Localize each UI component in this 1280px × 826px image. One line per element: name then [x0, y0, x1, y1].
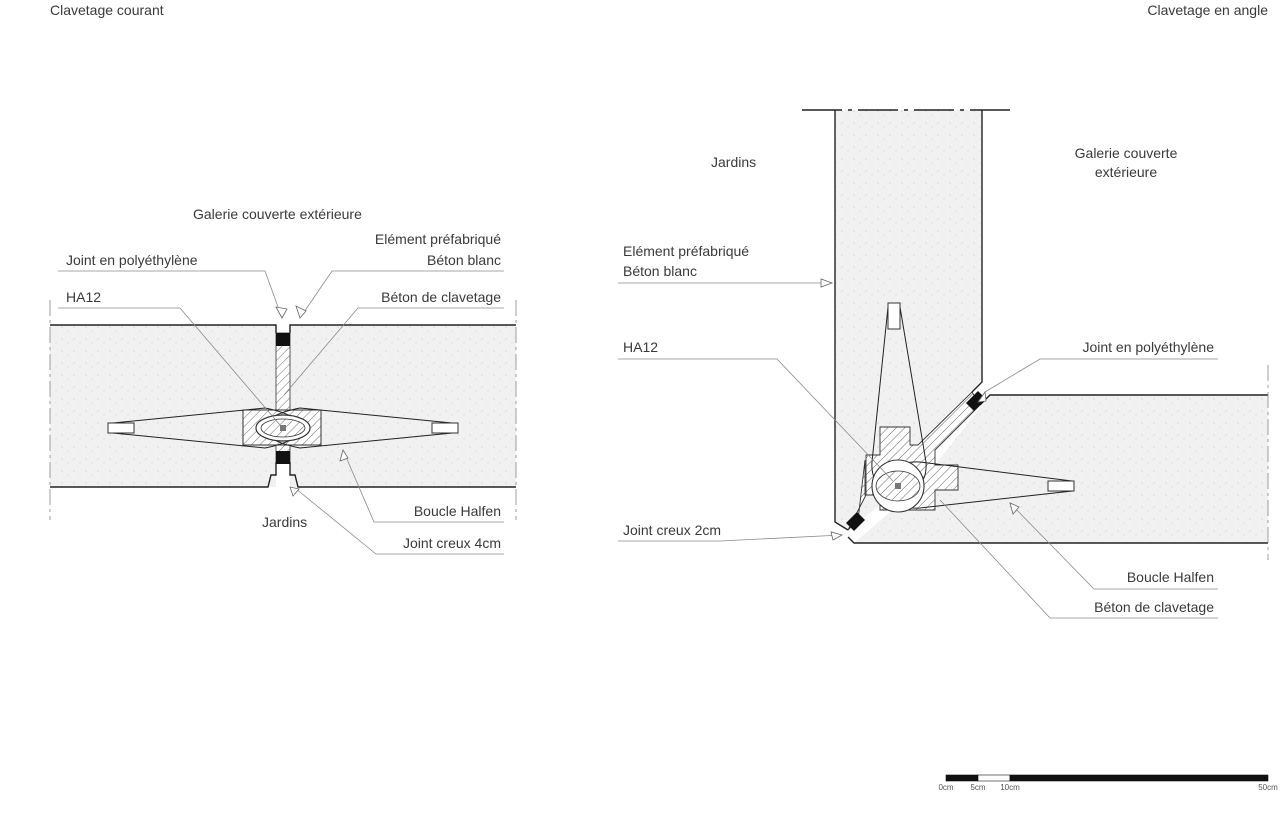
right-drawing-title: Clavetage en angle — [1147, 2, 1268, 18]
left-poly-joint-top — [276, 333, 290, 346]
right-loop-end-vertical — [887, 302, 901, 330]
right-label-jardins: Jardins — [711, 154, 756, 170]
right-label-element-1: Elément préfabriqué — [623, 243, 749, 259]
right-poly-joint-bottom — [846, 512, 865, 531]
left-loop-end-b — [431, 422, 459, 434]
scale-bar: 0cm 5cm 10cm 50cm — [938, 774, 1278, 792]
right-label-galerie-1: Galerie couverte — [1075, 145, 1178, 161]
left-leader-joint-poly — [58, 270, 283, 319]
right-leader-joint-creux — [618, 534, 843, 542]
left-poly-joint-bottom — [276, 451, 290, 464]
right-label-beton-clavetage: Béton de clavetage — [1094, 599, 1214, 615]
right-detail: Jardins Galerie couverte extérieure Elém… — [618, 109, 1269, 619]
right-label-joint-creux: Joint creux 2cm — [623, 522, 721, 538]
left-precast-slab-b — [290, 325, 516, 487]
left-leader-boucle — [342, 449, 504, 523]
left-label-galerie: Galerie couverte extérieure — [193, 206, 362, 222]
left-detail: Galerie couverte extérieure Elément préf… — [49, 206, 517, 555]
right-poly-joint-top — [966, 391, 986, 411]
scale-bar-segment-0-5 — [945, 774, 979, 782]
left-label-boucle: Boucle Halfen — [414, 503, 501, 519]
right-label-boucle: Boucle Halfen — [1127, 569, 1214, 585]
left-loop-end-a — [107, 422, 135, 434]
right-precast-wall — [835, 110, 982, 530]
right-leader-joint-poly — [984, 358, 1218, 393]
right-leader-beton — [939, 499, 1218, 619]
left-ha12-bar — [280, 425, 286, 431]
right-ha12-bar — [895, 483, 901, 489]
right-label-element-2: Béton blanc — [623, 263, 697, 279]
right-label-joint-poly: Joint en polyéthylène — [1082, 339, 1214, 355]
right-label-galerie-2: extérieure — [1095, 164, 1157, 180]
scale-label-5: 5cm — [970, 783, 985, 792]
left-label-element-1: Elément préfabriqué — [375, 231, 501, 247]
left-drawing-title: Clavetage courant — [50, 2, 164, 18]
left-leader-ha12 — [58, 307, 281, 426]
left-label-jardins: Jardins — [262, 514, 307, 530]
scale-label-50: 50cm — [1258, 783, 1278, 792]
right-label-ha12: HA12 — [623, 339, 658, 355]
scale-label-10: 10cm — [1000, 783, 1020, 792]
right-precast-slab — [854, 395, 1268, 543]
left-label-beton-clavetage: Béton de clavetage — [381, 289, 501, 305]
right-leader-boucle — [1009, 502, 1218, 590]
scale-bar-segment-5-10 — [977, 774, 1011, 782]
right-loop-end-horizontal — [1047, 480, 1075, 492]
left-leader-beton — [283, 307, 504, 396]
left-label-joint-creux: Joint creux 4cm — [403, 535, 501, 551]
left-label-element-2: Béton blanc — [427, 252, 501, 268]
scale-label-0: 0cm — [938, 783, 953, 792]
right-leader-ha12 — [618, 358, 894, 482]
left-leader-joint-creux — [294, 487, 504, 555]
left-leader-element — [299, 270, 504, 319]
left-label-ha12: HA12 — [66, 289, 101, 305]
left-label-joint-poly: Joint en polyéthylène — [66, 252, 198, 268]
scale-bar-segment-10-50 — [1009, 774, 1269, 782]
left-precast-slab-a — [50, 325, 276, 487]
